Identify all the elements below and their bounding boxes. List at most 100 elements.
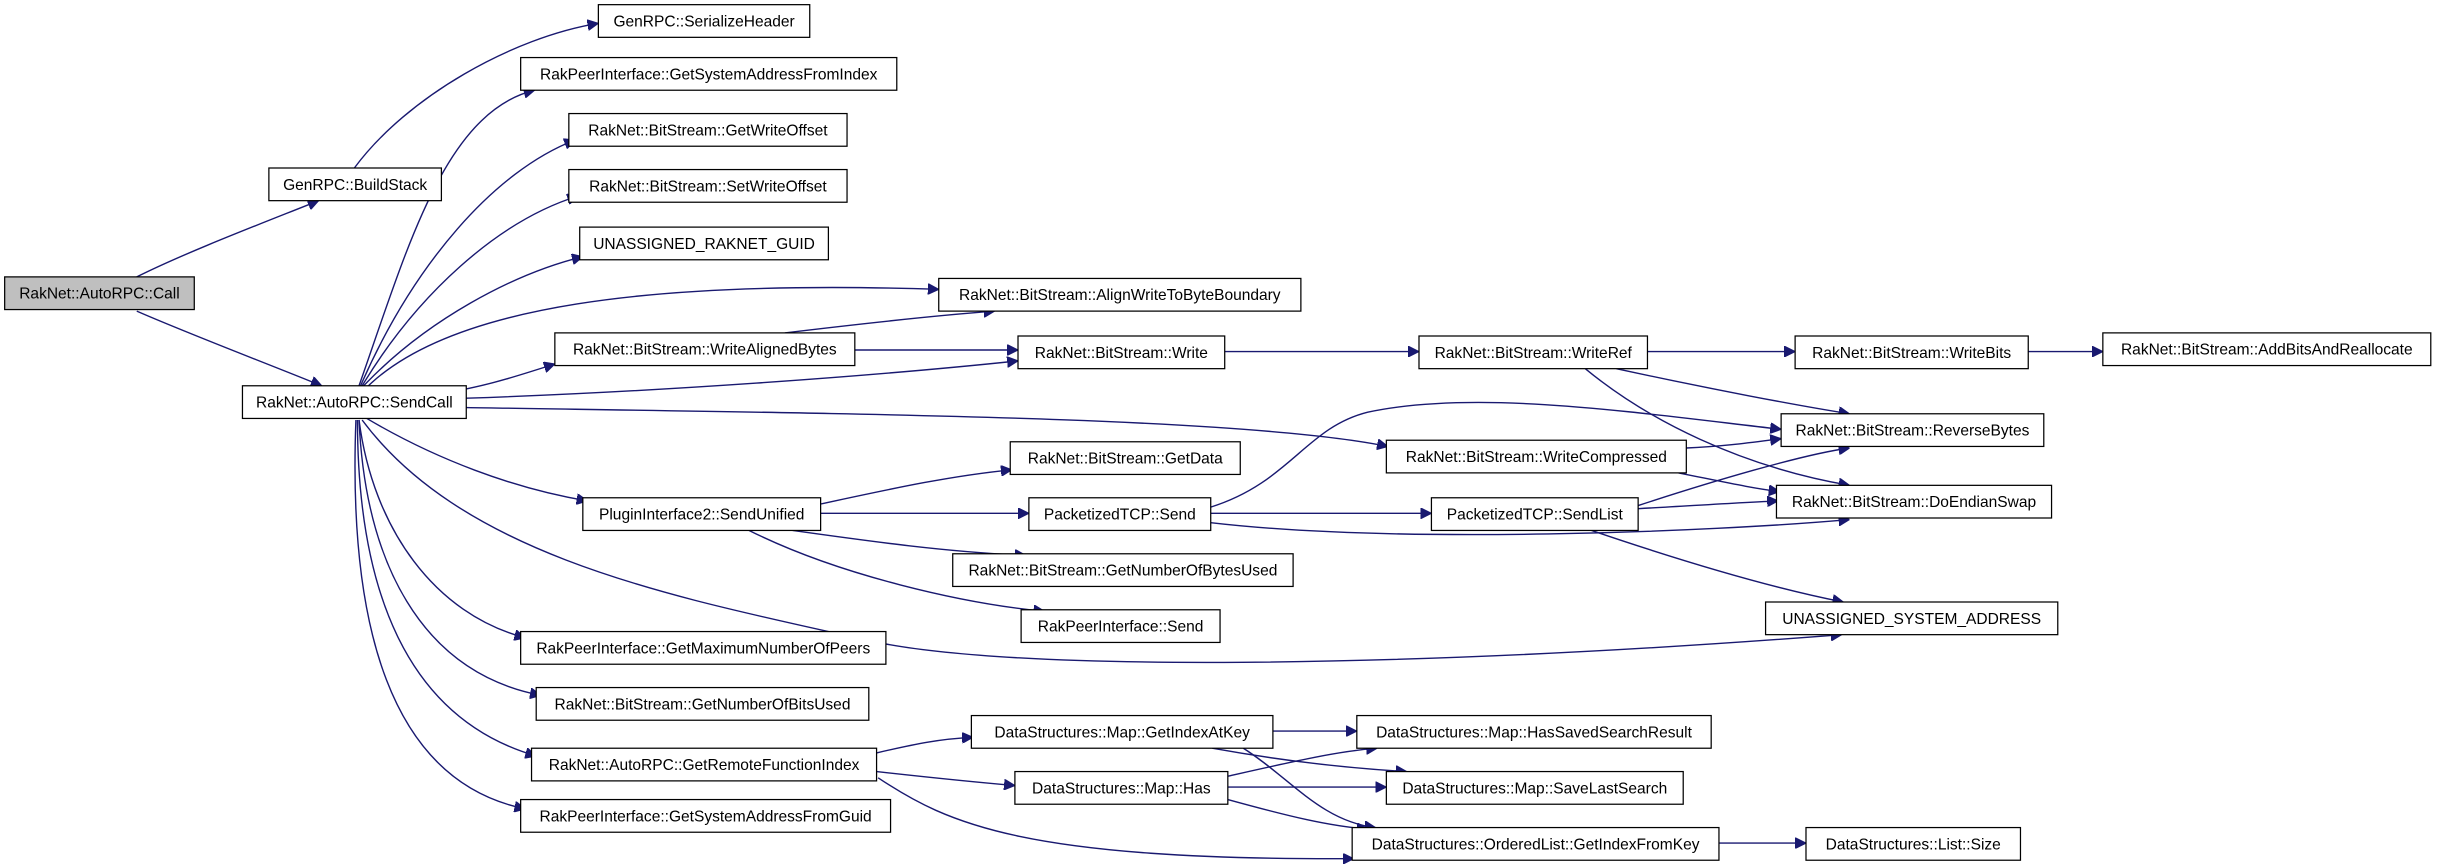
edges [136, 23, 2103, 859]
node-writecompressed[interactable]: RakNet::BitStream::WriteCompressed [1385, 439, 1687, 474]
node-getmaximumnumberofpeers[interactable]: RakPeerInterface::GetMaximumNumberOfPeer… [520, 630, 887, 665]
node-doendianswap[interactable]: RakNet::BitStream::DoEndianSwap [1775, 484, 2053, 519]
node-label: RakNet::BitStream::WriteAlignedBytes [573, 342, 837, 359]
node-label: RakPeerInterface::Send [1038, 619, 1204, 636]
node-label: DataStructures::Map::SaveLastSearch [1402, 780, 1667, 797]
nodes: RakNet::AutoRPC::Call GenRPC::BuildStack… [4, 4, 2432, 861]
node-unassigned-system-address[interactable]: UNASSIGNED_SYSTEM_ADDRESS [1764, 601, 2059, 636]
edge-sendcall-to-getsystemaddressfromguid [354, 419, 525, 809]
node-raknet-autorpc-sendcall[interactable]: RakNet::AutoRPC::SendCall [241, 385, 467, 420]
node-alignwritetobyteboundary[interactable]: RakNet::BitStream::AlignWriteToByteBound… [938, 277, 1302, 312]
node-label: DataStructures::List::Size [1826, 836, 2001, 853]
node-unassigned-raknet-guid[interactable]: UNASSIGNED_RAKNET_GUID [579, 226, 830, 261]
node-map-hassavedsearchresult[interactable]: DataStructures::Map::HasSavedSearchResul… [1356, 714, 1712, 749]
node-raknet-autorpc-call: RakNet::AutoRPC::Call [4, 276, 195, 311]
edge-writeref-to-doendianswap [1584, 368, 1849, 486]
node-label: RakNet::BitStream::Write [1035, 345, 1208, 362]
node-label: RakNet::BitStream::GetNumberOfBitsUsed [555, 696, 851, 713]
node-getremotefunctionindex[interactable]: RakNet::AutoRPC::GetRemoteFunctionIndex [530, 747, 878, 782]
edge-sendlist-to-unassigned-system-address [1591, 529, 1844, 602]
edge-sendcall-to-writealignedbytes [466, 364, 555, 390]
edge-buildstack-to-serializeheader [353, 23, 598, 169]
edge-sendunified-to-getdata [820, 470, 1012, 505]
edge-map-has-to-getindexfromkey [1227, 798, 1368, 830]
node-writebits[interactable]: RakNet::BitStream::WriteBits [1794, 335, 2029, 370]
edge-sendcall-to-getsystemaddressfromindex [358, 90, 535, 387]
edge-writecompressed-to-reversebytes [1686, 439, 1781, 449]
node-label: RakNet::AutoRPC::Call [19, 286, 179, 303]
edge-sendunified-to-rakpeerinterface-send [748, 529, 1044, 611]
edge-sendcall-to-getremotefunctionindex [356, 419, 536, 756]
node-label: RakPeerInterface::GetSystemAddressFromGu… [540, 808, 872, 825]
node-getsystemaddressfromindex[interactable]: RakPeerInterface::GetSystemAddressFromIn… [520, 56, 898, 91]
node-label: RakNet::BitStream::GetNumberOfBytesUsed [968, 563, 1277, 580]
node-bitstream-write[interactable]: RakNet::BitStream::Write [1017, 335, 1226, 370]
node-writeref[interactable]: RakNet::BitStream::WriteRef [1418, 335, 1649, 370]
node-label: RakPeerInterface::GetMaximumNumberOfPeer… [536, 640, 870, 657]
node-rakpeerinterface-send[interactable]: RakPeerInterface::Send [1020, 609, 1221, 644]
edge-writealignedbytes-to-alignwritetobyteboundary [784, 311, 995, 334]
edge-sendlist-to-reversebytes [1637, 448, 1849, 507]
node-label: DataStructures::Map::Has [1032, 780, 1211, 797]
node-label: GenRPC::SerializeHeader [613, 13, 794, 30]
node-label: RakNet::BitStream::WriteCompressed [1406, 449, 1667, 466]
node-label: UNASSIGNED_SYSTEM_ADDRESS [1782, 611, 2041, 628]
edge-writecompressed-to-doendianswap [1678, 472, 1780, 492]
node-orderedlist-getindexfromkey[interactable]: DataStructures::OrderedList::GetIndexFro… [1351, 826, 1720, 861]
node-label: RakNet::BitStream::WriteBits [1812, 345, 2011, 362]
edge-sendunified-to-getnumberofbytesused [792, 529, 1026, 555]
edge-sendcall-to-write [466, 361, 1018, 399]
node-label: RakNet::AutoRPC::GetRemoteFunctionIndex [549, 757, 860, 774]
node-label: RakNet::AutoRPC::SendCall [256, 395, 453, 412]
edge-packetizedtcp-send-to-reversebytes [1210, 401, 1781, 508]
node-label: RakPeerInterface::GetSystemAddressFromIn… [540, 66, 878, 83]
edge-getremotefunctionindex-to-map-has [876, 770, 1015, 786]
node-getnumberofbitsused[interactable]: RakNet::BitStream::GetNumberOfBitsUsed [535, 686, 870, 721]
node-list-size[interactable]: DataStructures::List::Size [1805, 826, 2022, 861]
node-label: RakNet::BitStream::GetWriteOffset [588, 122, 828, 139]
node-label: RakNet::BitStream::DoEndianSwap [1792, 494, 2036, 511]
node-map-has[interactable]: DataStructures::Map::Has [1014, 770, 1229, 805]
edge-getremotefunctionindex-to-getindexfromkey [877, 777, 1354, 859]
node-label: RakNet::BitStream::WriteRef [1435, 345, 1633, 362]
node-getsystemaddressfromguid[interactable]: RakPeerInterface::GetSystemAddressFromGu… [520, 798, 892, 833]
edge-sendcall-to-sendunified [366, 417, 588, 500]
node-label: DataStructures::OrderedList::GetIndexFro… [1372, 836, 1700, 853]
node-label: PacketizedTCP::SendList [1447, 507, 1624, 524]
edge-sendcall-to-getnumberofbitsused [358, 419, 541, 695]
node-label: RakNet::BitStream::AddBitsAndReallocate [2121, 342, 2413, 359]
edge-getindexatkey-to-savelastsearch [1212, 747, 1406, 771]
node-writealignedbytes[interactable]: RakNet::BitStream::WriteAlignedBytes [554, 332, 856, 367]
node-getdata[interactable]: RakNet::BitStream::GetData [1009, 441, 1241, 476]
node-map-savelastsearch[interactable]: DataStructures::Map::SaveLastSearch [1385, 770, 1684, 805]
node-map-getindexatkey[interactable]: DataStructures::Map::GetIndexAtKey [970, 714, 1274, 749]
node-getnumberofbytesused[interactable]: RakNet::BitStream::GetNumberOfBytesUsed [952, 553, 1294, 588]
node-label: RakNet::BitStream::AlignWriteToByteBound… [959, 287, 1281, 304]
node-label: GenRPC::BuildStack [283, 177, 427, 194]
node-label: DataStructures::Map::GetIndexAtKey [994, 724, 1250, 741]
edge-sendcall-to-getwriteoffset [359, 140, 575, 387]
node-label: PluginInterface2::SendUnified [599, 507, 804, 524]
node-genrpc-buildstack[interactable]: GenRPC::BuildStack [268, 167, 443, 202]
edge-map-has-to-hassavedsearchresult [1227, 748, 1377, 777]
node-getwriteoffset[interactable]: RakNet::BitStream::GetWriteOffset [568, 112, 848, 147]
node-packetizedtcp-sendlist[interactable]: PacketizedTCP::SendList [1430, 497, 1639, 532]
edge-call-to-buildstack [136, 201, 319, 278]
node-addbitsandreallocate[interactable]: RakNet::BitStream::AddBitsAndReallocate [2102, 332, 2432, 367]
edge-getindexatkey-to-getindexfromkey [1242, 747, 1375, 827]
edge-sendcall-to-getmaximumnumberofpeers [358, 419, 525, 638]
edge-writeref-to-reversebytes [1616, 367, 1849, 414]
node-label: RakNet::BitStream::GetData [1028, 451, 1223, 468]
node-packetizedtcp-send[interactable]: PacketizedTCP::Send [1028, 497, 1212, 532]
node-genrpc-serializeheader[interactable]: GenRPC::SerializeHeader [597, 4, 811, 38]
node-label: RakNet::BitStream::ReverseBytes [1796, 423, 2030, 440]
node-sendunified[interactable]: PluginInterface2::SendUnified [582, 497, 822, 532]
node-setwriteoffset[interactable]: RakNet::BitStream::SetWriteOffset [568, 168, 848, 203]
node-label: RakNet::BitStream::SetWriteOffset [589, 178, 827, 195]
node-reversebytes[interactable]: RakNet::BitStream::ReverseBytes [1780, 413, 2045, 448]
edge-packetizedtcp-send-to-doendianswap [1210, 520, 1850, 536]
edge-sendlist-to-doendianswap [1638, 501, 1778, 510]
edge-call-to-sendcall [136, 310, 322, 386]
edge-sendcall-to-unassigned-raknet-guid [363, 257, 583, 387]
